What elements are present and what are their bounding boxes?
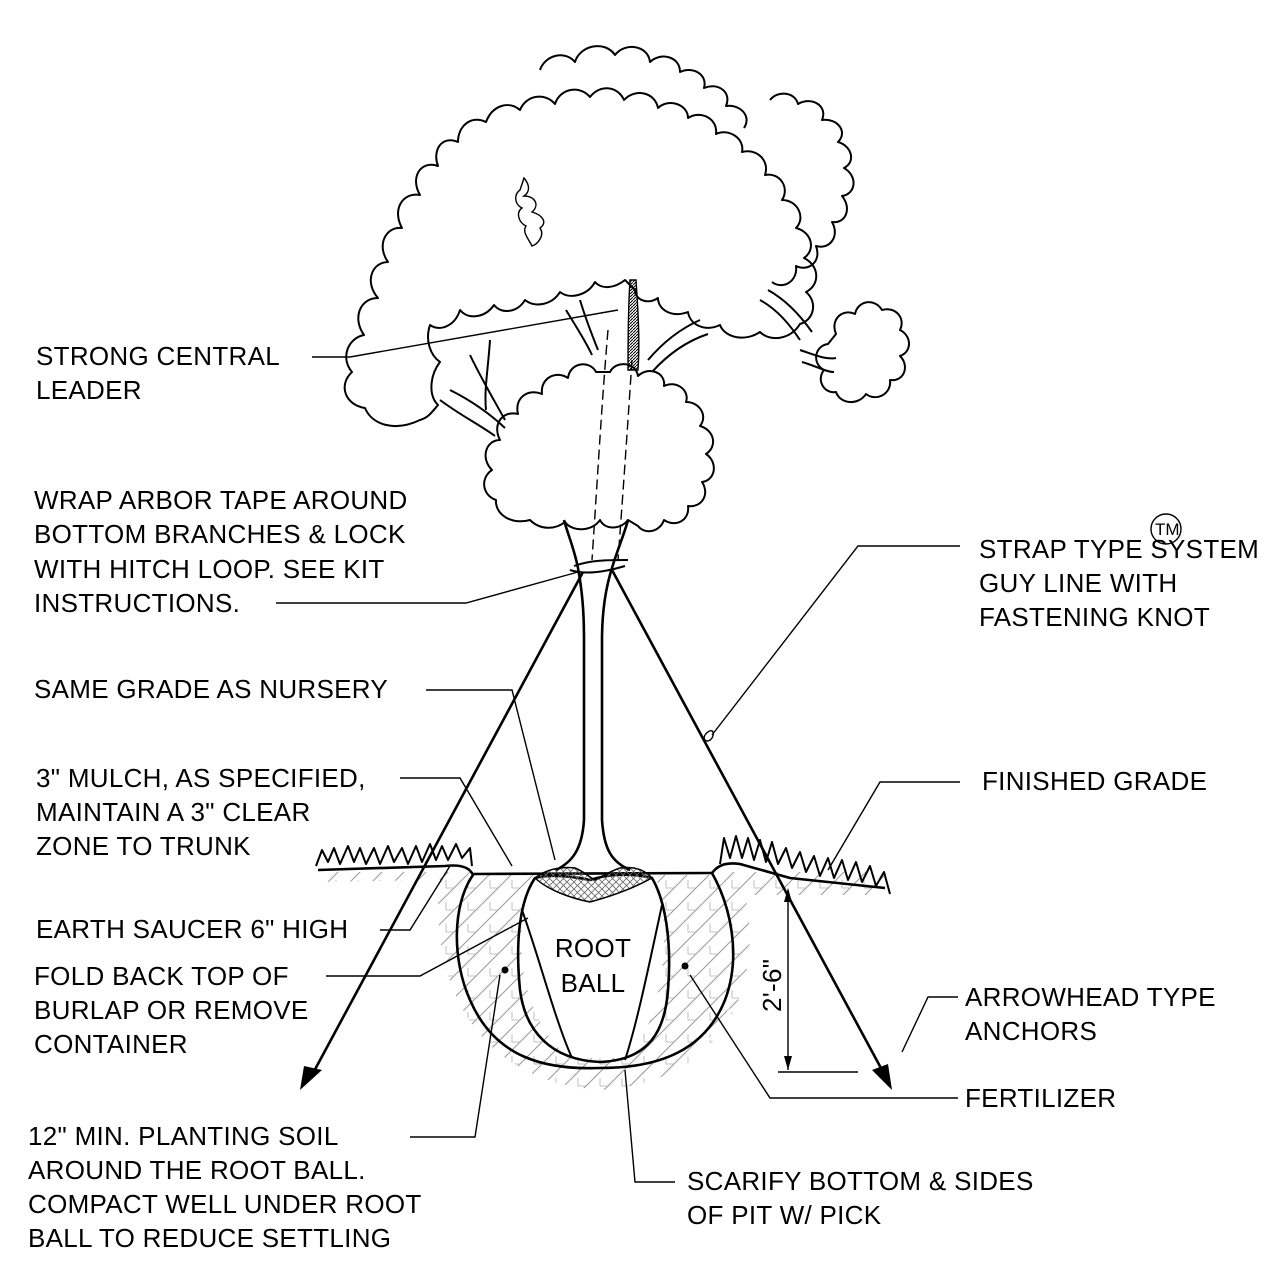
dimension-arrow-top bbox=[784, 888, 792, 902]
canopy-upper-right-2 bbox=[769, 92, 855, 287]
leader-central-leader bbox=[312, 309, 619, 358]
central-leader-hidden-right bbox=[617, 359, 633, 561]
burlap-seam-left bbox=[521, 909, 573, 1059]
earth-saucer-left bbox=[317, 862, 886, 1070]
canopy-interior-leaf bbox=[515, 176, 545, 247]
leader-burlap bbox=[326, 917, 529, 977]
depth-dimension: 2'-6" bbox=[757, 888, 858, 1073]
label-earth-saucer: EARTH SAUCER 6" HIGH bbox=[36, 914, 348, 944]
mulch-cap bbox=[533, 866, 654, 903]
branch-right-3 bbox=[799, 349, 837, 373]
label-arbor-tape-2: BOTTOM BRANCHES & LOCK bbox=[34, 519, 406, 549]
branch-right-1 bbox=[647, 319, 709, 373]
leader-lines bbox=[276, 309, 960, 1183]
trunk-right-edge bbox=[600, 519, 631, 872]
label-strap-system-3: FASTENING KNOT bbox=[979, 602, 1210, 632]
trademark-circle bbox=[1150, 513, 1182, 545]
anchor-right-arrowhead bbox=[872, 1064, 892, 1090]
label-mulch-2: MAINTAIN A 3" CLEAR bbox=[36, 797, 311, 827]
leader-arrowhead-anchors bbox=[901, 996, 958, 1053]
soil-hatch bbox=[318, 872, 885, 1090]
label-arrowhead-anchors-2: ANCHORS bbox=[965, 1016, 1097, 1046]
label-burlap-1: FOLD BACK TOP OF bbox=[34, 961, 289, 991]
canopy-upper-right bbox=[539, 45, 748, 129]
label-central-leader-2: LEADER bbox=[36, 375, 142, 405]
leader-same-grade bbox=[426, 689, 556, 861]
label-arrowhead-anchors-1: ARROWHEAD TYPE bbox=[965, 982, 1216, 1012]
depth-dimension-label: 2'-6" bbox=[757, 959, 787, 1012]
label-burlap-3: CONTAINER bbox=[34, 1029, 188, 1059]
label-arbor-tape-4: INSTRUCTIONS. bbox=[34, 588, 240, 618]
root-ball-label-2: BALL bbox=[561, 968, 626, 998]
tree-trunk bbox=[555, 329, 633, 872]
label-planting-soil-2: AROUND THE ROOT BALL. bbox=[28, 1155, 366, 1185]
branch-left-1 bbox=[469, 339, 506, 421]
leader-planting-soil bbox=[410, 974, 501, 1138]
leader-earth-saucer bbox=[380, 865, 451, 931]
leader-finished-grade bbox=[827, 781, 960, 871]
annotation-text: STRONG CENTRAL LEADER WRAP ARBOR TAPE AR… bbox=[28, 341, 1259, 1253]
leader-scarify bbox=[624, 1069, 675, 1183]
label-strap-system-1: STRAP TYPE SYSTEM bbox=[979, 534, 1259, 564]
leader-arbor-tape bbox=[276, 571, 579, 604]
grass-left bbox=[315, 843, 473, 867]
label-trademark: TM bbox=[1155, 520, 1180, 539]
label-fertilizer: FERTILIZER bbox=[965, 1083, 1116, 1113]
root-ball: ROOT BALL bbox=[501, 866, 689, 1064]
root-ball-label-1: ROOT bbox=[555, 933, 631, 963]
arbor-tape-loop bbox=[573, 559, 629, 567]
label-arbor-tape-3: WITH HITCH LOOP. SEE KIT bbox=[34, 554, 385, 584]
burlap-seam-right bbox=[624, 904, 663, 1061]
label-planting-soil-1: 12" MIN. PLANTING SOIL bbox=[28, 1121, 339, 1151]
label-planting-soil-4: BALL TO REDUCE SETTLING bbox=[28, 1223, 391, 1253]
canopy-outline bbox=[343, 87, 818, 427]
label-scarify-1: SCARIFY BOTTOM & SIDES bbox=[687, 1166, 1034, 1196]
fertilizer-dot-left bbox=[501, 966, 509, 974]
canopy-lower-ball bbox=[483, 363, 715, 533]
label-mulch-3: ZONE TO TRUNK bbox=[36, 831, 251, 861]
guy-system bbox=[300, 569, 892, 1090]
label-same-grade: SAME GRADE AS NURSERY bbox=[34, 674, 388, 704]
trunk-left-edge bbox=[555, 519, 586, 872]
anchor-left-arrowhead bbox=[300, 1066, 322, 1090]
leader-fertilizer bbox=[689, 974, 958, 1099]
label-central-leader-1: STRONG CENTRAL bbox=[36, 341, 280, 371]
grass-right bbox=[719, 835, 891, 895]
leader-strap-system bbox=[711, 545, 960, 736]
arbor-tape bbox=[569, 565, 626, 574]
branch-center-1 bbox=[565, 299, 599, 356]
finished-grade-line bbox=[472, 871, 713, 876]
guy-line-left bbox=[310, 571, 585, 1076]
branch-right-2 bbox=[759, 289, 813, 341]
tree-canopy bbox=[343, 45, 910, 533]
pit-backfill-hatch bbox=[455, 875, 740, 1078]
central-leader bbox=[627, 279, 640, 371]
label-finished-grade: FINISHED GRADE bbox=[982, 766, 1207, 796]
leader-mulch bbox=[400, 777, 513, 867]
label-strap-system-2: GUY LINE WITH bbox=[979, 568, 1177, 598]
label-arbor-tape-1: WRAP ARBOR TAPE AROUND bbox=[34, 485, 408, 515]
fertilizer-dot-right bbox=[681, 962, 689, 970]
soil-section bbox=[315, 835, 891, 1090]
label-scarify-2: OF PIT W/ PICK bbox=[687, 1200, 882, 1230]
fastening-knot bbox=[703, 730, 714, 742]
label-burlap-2: BURLAP OR REMOVE bbox=[34, 995, 309, 1025]
central-leader-hidden-left bbox=[591, 329, 609, 561]
branch-left-2 bbox=[439, 389, 506, 437]
canopy-right-cluster bbox=[815, 301, 910, 403]
label-mulch-1: 3" MULCH, AS SPECIFIED, bbox=[36, 763, 366, 793]
guy-line-right bbox=[610, 569, 884, 1071]
label-planting-soil-3: COMPACT WELL UNDER ROOT bbox=[28, 1189, 422, 1219]
dimension-arrow-bottom bbox=[784, 1056, 792, 1070]
